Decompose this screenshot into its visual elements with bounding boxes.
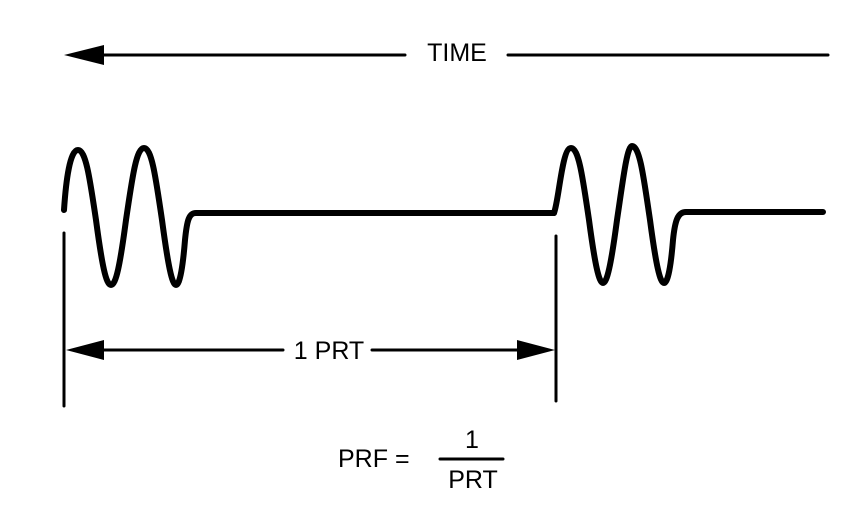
time-arrow: TIME — [64, 39, 830, 67]
prf-formula: PRF = 1 PRT — [338, 426, 505, 494]
prt-arrowhead-left-icon — [66, 340, 104, 360]
prt-arrow: 1 PRT — [66, 337, 555, 365]
time-label: TIME — [427, 39, 487, 67]
prt-arrowhead-right-icon — [517, 340, 555, 360]
pulse-waveform — [61, 143, 826, 288]
time-arrowhead-icon — [64, 45, 104, 65]
formula-denominator: PRT — [448, 466, 498, 494]
formula-lhs: PRF = — [338, 445, 410, 473]
formula-numerator: 1 — [465, 426, 479, 454]
first-pulse — [61, 145, 557, 288]
second-pulse — [551, 143, 826, 286]
prt-label: 1 PRT — [294, 337, 364, 365]
